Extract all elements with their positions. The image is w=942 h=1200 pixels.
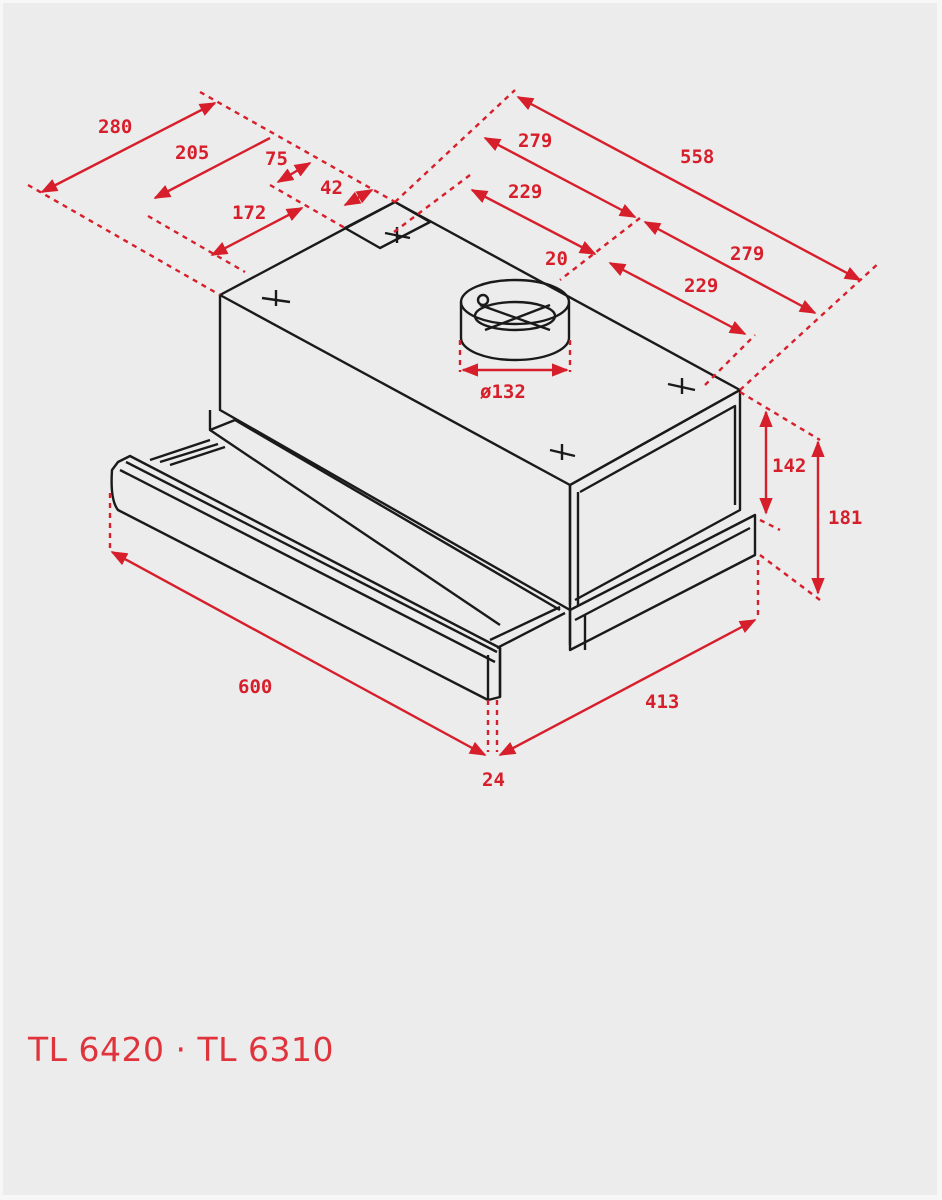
dim-75: 75 [265, 148, 288, 170]
dim-229-left: 229 [508, 181, 542, 203]
dim-outlet-diameter: ø132 [480, 381, 526, 403]
dimension-arrows [40, 95, 862, 757]
dim-279-left: 279 [518, 130, 552, 152]
dim-279-right: 279 [730, 243, 764, 265]
dim-42: 42 [320, 177, 343, 199]
dim-24: 24 [482, 769, 505, 791]
extension-lines [27, 89, 881, 752]
dim-280: 280 [98, 116, 132, 138]
dim-205: 205 [175, 142, 209, 164]
model-title: TL 6420 · TL 6310 [28, 1030, 334, 1069]
dim-600: 600 [238, 676, 272, 698]
dim-142: 142 [772, 455, 806, 477]
dim-413: 413 [645, 691, 679, 713]
dim-172: 172 [232, 202, 266, 224]
dim-558: 558 [680, 146, 714, 168]
dim-181: 181 [828, 507, 862, 529]
dim-20: 20 [545, 248, 568, 270]
dim-229-right: 229 [684, 275, 718, 297]
hood-outline [110, 200, 757, 702]
